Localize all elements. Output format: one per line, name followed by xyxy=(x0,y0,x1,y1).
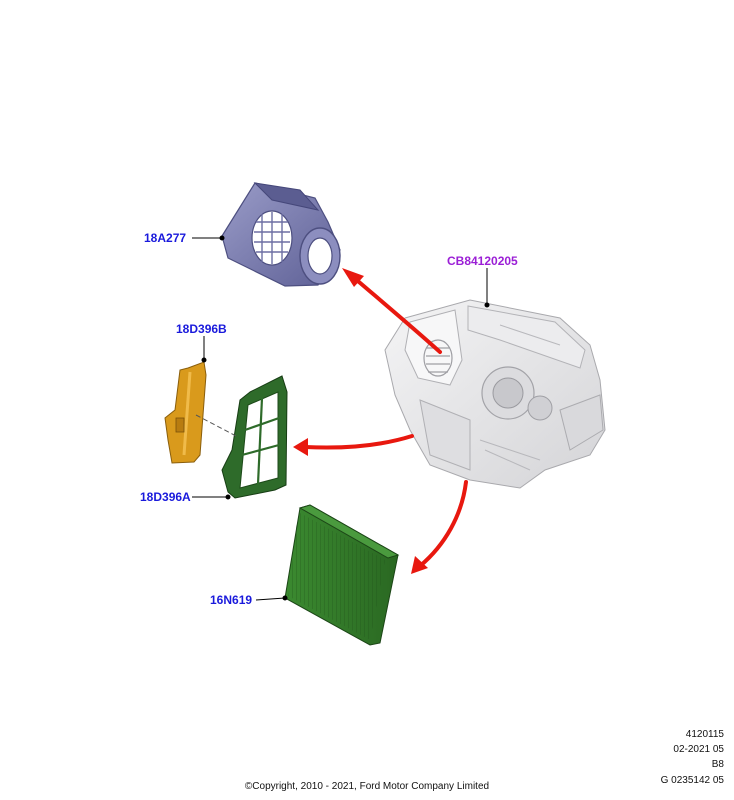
ref-line-4: G 0235142 05 xyxy=(660,775,724,786)
ref-line-3: B8 xyxy=(711,759,724,770)
filter-door-part xyxy=(221,375,288,499)
callout-cabin-filter[interactable]: 16N619 xyxy=(210,593,253,607)
callout-heater-assembly[interactable]: CB84120205 xyxy=(447,254,518,268)
ref-line-1: 4120115 xyxy=(685,729,724,740)
callout-filter-door[interactable]: 18D396A xyxy=(140,490,191,504)
leader-lines xyxy=(192,235,490,601)
callout-cover[interactable]: 18D396B xyxy=(176,322,227,336)
blower-housing-part xyxy=(221,182,341,287)
cover-part xyxy=(164,361,207,464)
arrow-to-door-head xyxy=(293,438,308,456)
copyright-notice: ©Copyright, 2010 - 2021, Ford Motor Comp… xyxy=(244,781,490,792)
arrow-to-filter xyxy=(418,480,468,568)
heater-assembly-part xyxy=(384,299,606,489)
arrow-to-blower xyxy=(350,274,442,354)
ref-line-2: 02-2021 05 xyxy=(673,744,724,755)
callout-blower-housing[interactable]: 18A277 xyxy=(144,231,187,245)
red-arrows xyxy=(293,268,468,574)
arrow-to-blower-head xyxy=(342,268,364,287)
cabin-filter-part xyxy=(284,504,400,646)
arrow-to-door xyxy=(303,434,414,450)
arrow-to-filter-head xyxy=(411,556,428,574)
